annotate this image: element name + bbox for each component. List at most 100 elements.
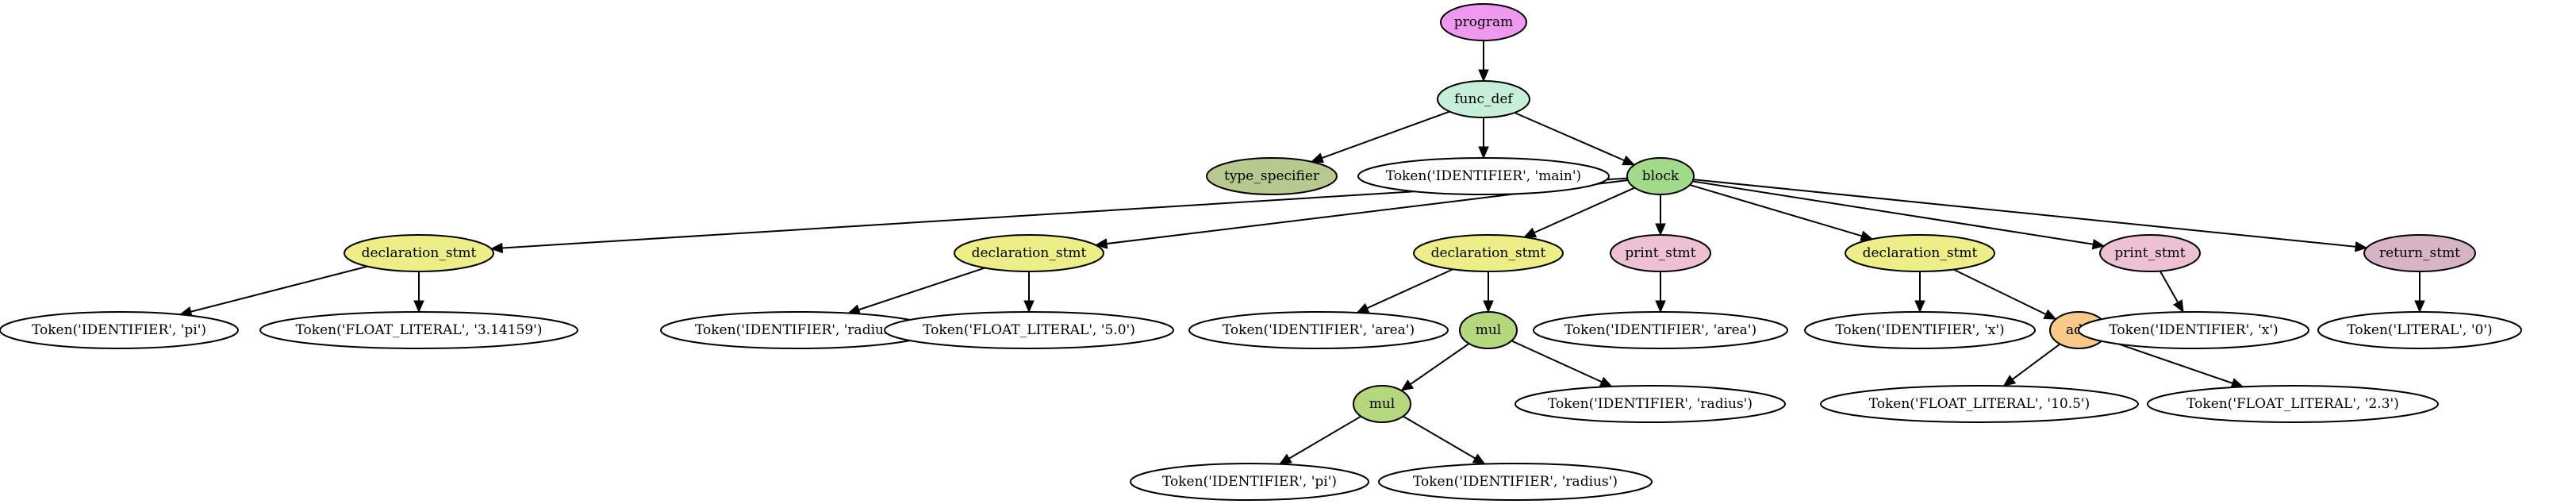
arrowhead-icon (413, 300, 424, 314)
node-ellipse (884, 311, 1174, 349)
node-ellipse (1515, 385, 1786, 423)
tree-node-type-specifier: type_specifier (1206, 157, 1338, 195)
edge-block-to-print1 (1655, 194, 1666, 237)
node-label: Token('LITERAL', '0') (2347, 322, 2492, 338)
arrowhead-icon (1655, 223, 1666, 237)
tree-node-decl1: declaration_stmt (344, 234, 494, 272)
edge-line (1534, 187, 1635, 234)
arrowhead-icon (489, 242, 504, 254)
node-ellipse (1437, 80, 1530, 118)
edge-block-to-decl3 (1522, 187, 1635, 238)
arrowhead-icon (1278, 453, 1292, 465)
node-label: Token('IDENTIFIER', 'main') (1386, 168, 1581, 184)
edge-line (1288, 415, 1361, 460)
node-ellipse (0, 311, 239, 349)
tree-node-tok-x1: Token('IDENTIFIER', 'x') (1804, 311, 2036, 349)
arrowhead-icon (2355, 241, 2368, 252)
edge-decl1-to-tok_pi1 (179, 265, 368, 317)
edge-mul2-to-tok_radius3 (1403, 415, 1486, 465)
node-ellipse (1353, 385, 1411, 423)
tree-node-block: block (1626, 157, 1695, 195)
tree-node-tok-radius1: Token('IDENTIFIER', 'radius') (660, 311, 935, 349)
tree-node-return1: return_stmt (2363, 234, 2476, 272)
edge-decl2-to-tok_radius1 (847, 267, 985, 315)
node-label: program (1454, 14, 1514, 30)
node-ellipse (1413, 234, 1564, 272)
edge-decl3-to-mul1 (1483, 271, 1494, 314)
edge-print2-to-tok_x2 (2159, 271, 2184, 314)
edge-line (1403, 415, 1476, 460)
node-label: block (1642, 168, 1680, 184)
node-label: Token('IDENTIFIER', 'area') (1564, 322, 1756, 338)
node-label: Token('FLOAT_LITERAL', '3.14159') (296, 322, 543, 338)
tree-node-mul1: mul (1459, 311, 1518, 349)
node-ellipse (344, 234, 494, 272)
arrowhead-icon (1522, 227, 1538, 238)
node-label: Token('IDENTIFIER', 'pi') (1162, 474, 1337, 490)
edge-line (1952, 268, 2047, 315)
node-label: declaration_stmt (1863, 245, 1978, 261)
tree-node-decl2: declaration_stmt (954, 234, 1104, 272)
arrowhead-icon (1914, 300, 1925, 314)
edge-line (1689, 183, 1863, 237)
tree-node-print2: print_stmt (2099, 234, 2201, 272)
tree-node-tok-314: Token('FLOAT_LITERAL', '3.14159') (259, 311, 578, 349)
edge-decl3-to-tok_area1 (1356, 268, 1453, 314)
node-label: Token('IDENTIFIER', 'x') (1835, 322, 2004, 338)
tree-node-tok-23: Token('FLOAT_LITERAL', '2.3') (2147, 385, 2439, 423)
node-ellipse (2317, 311, 2522, 349)
arrowhead-icon (1478, 69, 1489, 83)
edge-block-to-return1 (1693, 179, 2368, 252)
node-label: mul (1369, 396, 1395, 412)
node-ellipse (954, 234, 1104, 272)
arrowhead-icon (1483, 300, 1494, 314)
tree-node-tok-pi1: Token('IDENTIFIER', 'pi') (0, 311, 239, 349)
edge-add1-to-tok_105 (2002, 343, 2061, 387)
edge-block-to-print2 (1692, 180, 2106, 250)
arrowhead-icon (2091, 238, 2106, 250)
tree-node-tok-pi2: Token('IDENTIFIER', 'pi') (1130, 463, 1369, 501)
arrowhead-icon (1400, 379, 1415, 391)
node-label: mul (1476, 322, 1502, 338)
node-label: Token('IDENTIFIER', 'pi') (32, 322, 206, 338)
node-ellipse (1845, 234, 1995, 272)
node-label: Token('IDENTIFIER', 'area') (1223, 322, 1415, 338)
tree-node-print1: print_stmt (1610, 234, 1711, 272)
tree-node-decl4: declaration_stmt (1845, 234, 1995, 272)
tree-node-tok-area1: Token('IDENTIFIER', 'area') (1188, 311, 1449, 349)
node-label: declaration_stmt (1431, 245, 1546, 261)
arrowhead-icon (1655, 300, 1666, 314)
node-label: declaration_stmt (972, 245, 1087, 261)
node-label: return_stmt (2379, 245, 2460, 261)
tree-node-tok-radius2: Token('IDENTIFIER', 'radius') (1515, 385, 1786, 423)
edge-decl4-to-tok_x1 (1914, 271, 1925, 314)
tree-node-decl3: declaration_stmt (1413, 234, 1564, 272)
node-label: print_stmt (2114, 245, 2185, 261)
arrowhead-icon (2414, 300, 2425, 314)
arrowhead-icon (2002, 375, 2017, 387)
node-ellipse (1533, 311, 1788, 349)
edge-line (1366, 268, 1453, 310)
node-ellipse (1357, 157, 1610, 195)
node-label: Token('IDENTIFIER', 'radius') (1548, 396, 1753, 412)
edge-add1-to-tok_23 (2103, 337, 2244, 389)
edge-print1-to-tok_area2 (1655, 271, 1666, 314)
tree-node-tok-main: Token('IDENTIFIER', 'main') (1357, 157, 1610, 195)
arrowhead-icon (1478, 146, 1489, 160)
node-label: type_specifier (1224, 168, 1320, 184)
edge-func_def-to-block (1514, 112, 1636, 166)
node-ellipse (2078, 311, 2309, 349)
edge-line (2159, 271, 2179, 303)
arrowhead-icon (2043, 309, 2057, 320)
edge-decl1-to-tok_314 (413, 271, 424, 314)
tree-node-func-def: func_def (1437, 80, 1530, 118)
node-ellipse (1440, 3, 1527, 41)
arrowhead-icon (1310, 152, 1325, 164)
node-ellipse (1206, 157, 1338, 195)
node-ellipse (1188, 311, 1449, 349)
node-ellipse (1626, 157, 1695, 195)
edge-return1-to-tok_0 (2414, 271, 2425, 314)
edge-decl4-to-add1 (1952, 268, 2057, 320)
node-label: print_stmt (1625, 245, 1695, 261)
edge-block-to-decl4 (1689, 183, 1874, 241)
